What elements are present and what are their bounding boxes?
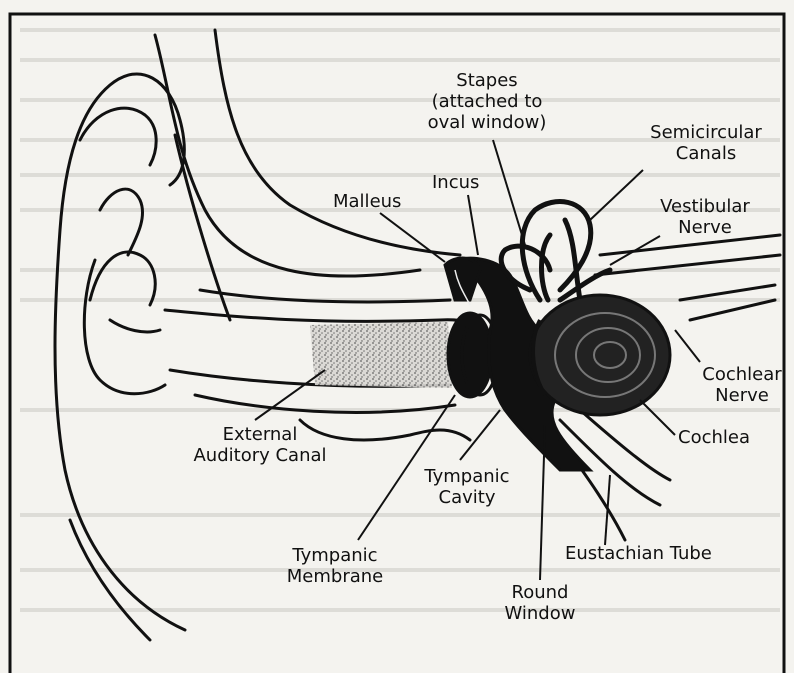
label-tympanic-cavity: Tympanic Cavity xyxy=(412,466,522,508)
label-round-window: Round Window xyxy=(490,582,590,624)
label-semicircular-line2: Canals xyxy=(636,143,776,164)
cochlea xyxy=(530,295,670,415)
label-cochlea-text: Cochlea xyxy=(678,427,750,448)
label-stapes-line2: (attached to xyxy=(412,91,562,112)
label-external-line2: Auditory Canal xyxy=(180,445,340,466)
label-semicircular-canals: Semicircular Canals xyxy=(636,122,776,164)
label-cochlear-nerve-line2: Nerve xyxy=(690,385,794,406)
eustachian-tube xyxy=(560,410,670,540)
label-incus-text: Incus xyxy=(432,172,479,193)
label-external-auditory-canal: External Auditory Canal xyxy=(180,424,340,466)
label-malleus-text: Malleus xyxy=(333,191,401,212)
label-tympanic-membrane-line2: Membrane xyxy=(275,566,395,587)
label-round-window-line1: Round xyxy=(490,582,590,603)
label-external-line1: External xyxy=(180,424,340,445)
outer-ear xyxy=(55,74,185,640)
label-stapes: Stapes (attached to oval window) xyxy=(412,70,562,133)
label-vestibular-line1: Vestibular xyxy=(645,196,765,217)
label-stapes-line3: oval window) xyxy=(412,112,562,133)
label-cochlear-nerve-line1: Cochlear xyxy=(690,364,794,385)
label-tympanic-cavity-line2: Cavity xyxy=(412,487,522,508)
label-incus: Incus xyxy=(432,172,479,193)
label-semicircular-line1: Semicircular xyxy=(636,122,776,143)
label-tympanic-cavity-line1: Tympanic xyxy=(412,466,522,487)
label-cochlea: Cochlea xyxy=(678,427,750,448)
label-stapes-line1: Stapes xyxy=(412,70,562,91)
label-eustachian-tube: Eustachian Tube xyxy=(565,543,712,564)
label-vestibular-nerve: Vestibular Nerve xyxy=(645,196,765,238)
label-cochlear-nerve: Cochlear Nerve xyxy=(690,364,794,406)
label-malleus: Malleus xyxy=(333,191,401,212)
label-tympanic-membrane: Tympanic Membrane xyxy=(275,545,395,587)
canal-speckled-fill xyxy=(310,322,452,388)
label-round-window-line2: Window xyxy=(490,603,590,624)
label-tympanic-membrane-line1: Tympanic xyxy=(275,545,395,566)
label-eustachian-text: Eustachian Tube xyxy=(565,543,712,564)
label-vestibular-line2: Nerve xyxy=(645,217,765,238)
